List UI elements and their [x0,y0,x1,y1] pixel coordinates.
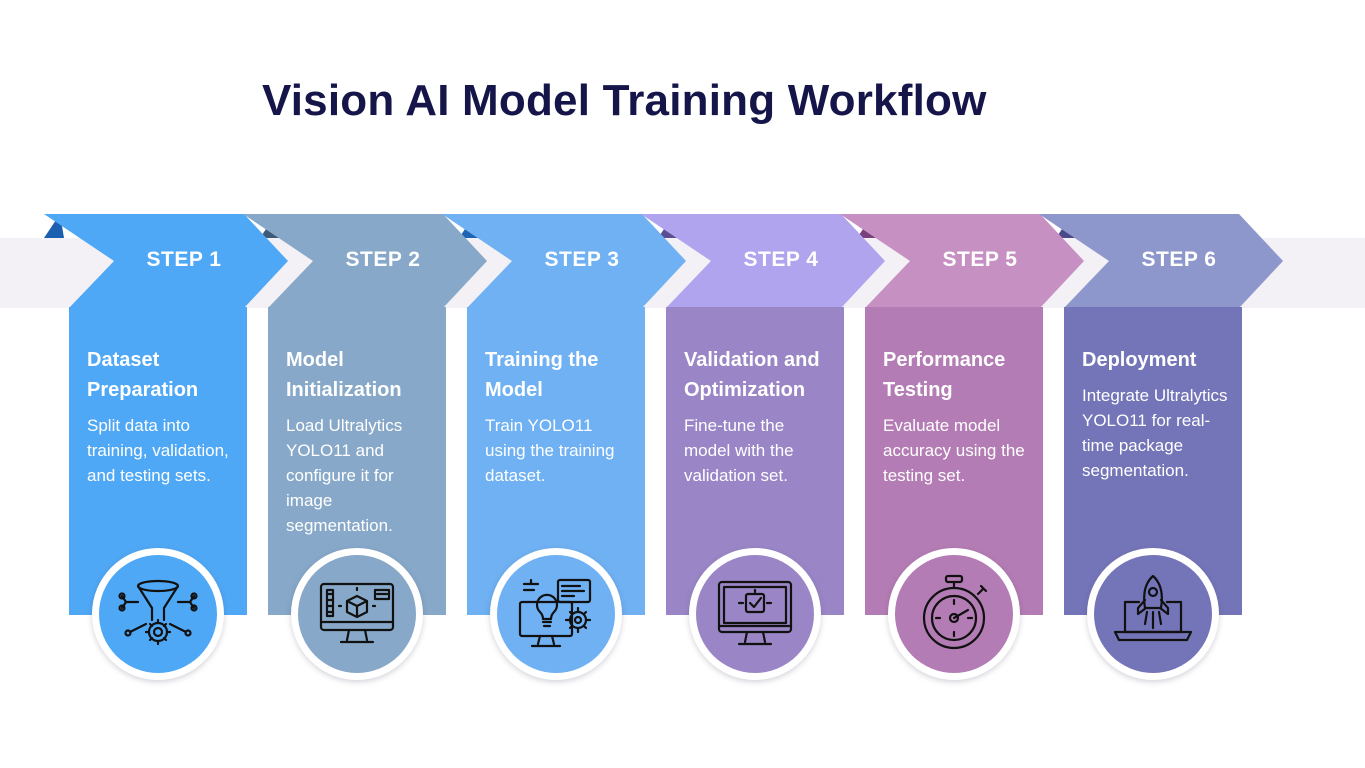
stopwatch-icon [922,574,988,650]
step-6-description: Integrate Ultralytics YOLO11 for real-ti… [1082,386,1228,480]
step-1-description: Split data into training, validation, an… [87,416,229,485]
step-1-arrow-shape [44,214,288,308]
step-3-arrow-shape [442,214,686,308]
step-2-arrow-shape [243,214,487,308]
monitor-3d-cube-icon [319,582,395,644]
page-title: Vision AI Model Training Workflow [262,76,987,125]
step-6-title: Deployment [1082,349,1197,371]
step-1-arrow: STEP 1 [44,214,288,308]
step-5-icon-circle [888,548,1020,680]
step-5-arrow: STEP 5 [840,214,1084,308]
step-3-icon-circle [490,548,622,680]
monitor-checkmark-icon [717,580,793,646]
step-6-arrow: STEP 6 [1039,214,1283,308]
step-4-arrow: STEP 4 [641,214,885,308]
step-6-label: STEP 6 [1141,248,1217,271]
step-4-icon-circle [689,548,821,680]
rocket-laptop-icon [1113,574,1193,642]
step-6-icon-circle [1087,548,1219,680]
funnel-gear-network-icon [118,579,198,646]
step-5-label: STEP 5 [942,248,1018,271]
step-3-label: STEP 3 [544,248,620,271]
step-5-description: Evaluate model accuracy using the testin… [883,416,1025,485]
step-2-label: STEP 2 [345,248,421,271]
step-2-description: Load Ultralytics YOLO11 and configure it… [286,416,403,535]
step-4-label: STEP 4 [743,248,819,271]
step-2-card: Model Initialization Load Ultralytics YO… [268,307,446,615]
step-3-arrow: STEP 3 [442,214,686,308]
step-5-title: Performance Testing [883,349,1006,401]
step-4-description: Fine-tune the model with the validation … [684,416,794,485]
step-1-icon-circle [92,548,224,680]
step-2-icon-circle [291,548,423,680]
step-4-title: Validation and Optimization [684,349,820,401]
step-2-arrow: STEP 2 [243,214,487,308]
lightbulb-gear-computer-icon [518,578,592,648]
step-4-arrow-shape [641,214,885,308]
step-1-title: Dataset Preparation [87,349,199,401]
step-1-label: STEP 1 [146,248,222,271]
step-5-arrow-shape [840,214,1084,308]
step-3-description: Train YOLO11 using the training dataset. [485,416,615,485]
step-6-arrow-shape [1039,214,1283,308]
step-2-title: Model Initialization [286,349,402,401]
step-3-title: Training the Model [485,349,599,401]
